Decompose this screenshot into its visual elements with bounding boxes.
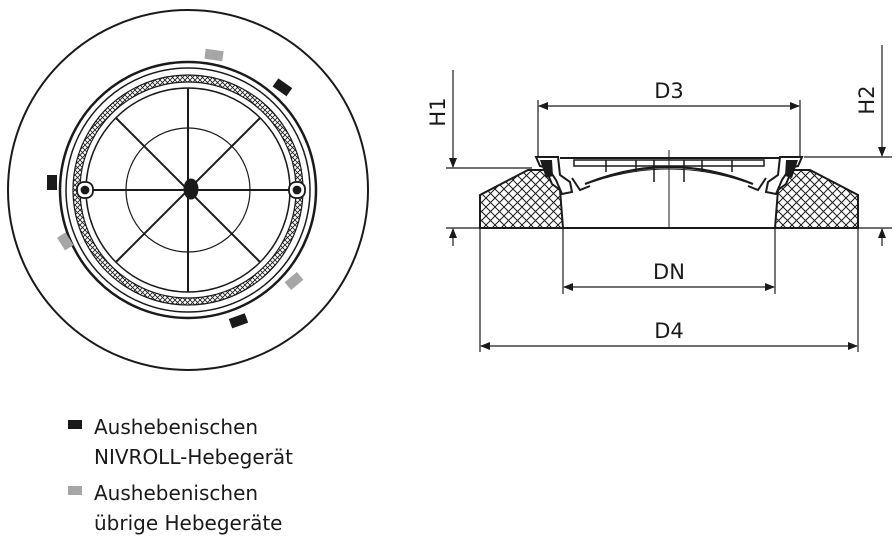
seal-ring xyxy=(72,74,304,306)
frame-left-lip xyxy=(540,160,553,178)
legend-line: Aushebenischen xyxy=(94,415,259,439)
niche-nivroll-icon xyxy=(47,175,57,190)
niche-nivroll-icon xyxy=(272,78,293,97)
niche-nivroll-swatch-icon xyxy=(68,420,82,429)
d3-label: D3 xyxy=(654,79,684,103)
cover-ribs xyxy=(605,160,733,172)
niche-other-swatch-icon xyxy=(68,486,82,495)
legend-item-nivroll: Aushebenischen NIVROLL-Hebegerät xyxy=(68,412,293,472)
left-body xyxy=(479,169,565,229)
dimensions xyxy=(446,45,892,352)
outer-flange-circle xyxy=(7,9,369,371)
cover-hub xyxy=(653,160,685,182)
d4-label: D4 xyxy=(654,319,684,343)
legend: Aushebenischen NIVROLL-Hebegerät Aushebe… xyxy=(68,412,293,544)
left-lug xyxy=(76,181,94,199)
niche-other-icon xyxy=(204,48,224,62)
dn-label: DN xyxy=(653,260,685,284)
frame-outer-circle xyxy=(58,60,318,320)
right-body xyxy=(773,169,859,229)
niche-nivroll-icon xyxy=(228,313,249,329)
frame-right-lip xyxy=(785,160,798,178)
legend-line: übrige Hebegeräte xyxy=(94,511,283,535)
legend-item-other: Aushebenischen übrige Hebegeräte xyxy=(68,478,293,538)
legend-line: Aushebenischen xyxy=(94,481,259,505)
h1-label: H1 xyxy=(426,97,450,126)
niche-other-icon xyxy=(284,272,304,290)
right-lug xyxy=(288,181,306,199)
legend-text: Aushebenischen übrige Hebegeräte xyxy=(94,478,282,538)
h2-label: H2 xyxy=(855,85,879,114)
section-view xyxy=(479,150,859,229)
legend-line: NIVROLL-Hebegerät xyxy=(94,445,293,469)
center-hub xyxy=(183,178,199,200)
frame-inner-circle xyxy=(65,67,311,313)
top-view xyxy=(7,9,369,371)
cover-hooks xyxy=(571,177,767,192)
niche-other-icon xyxy=(57,232,74,251)
legend-text: Aushebenischen NIVROLL-Hebegerät xyxy=(94,412,293,472)
